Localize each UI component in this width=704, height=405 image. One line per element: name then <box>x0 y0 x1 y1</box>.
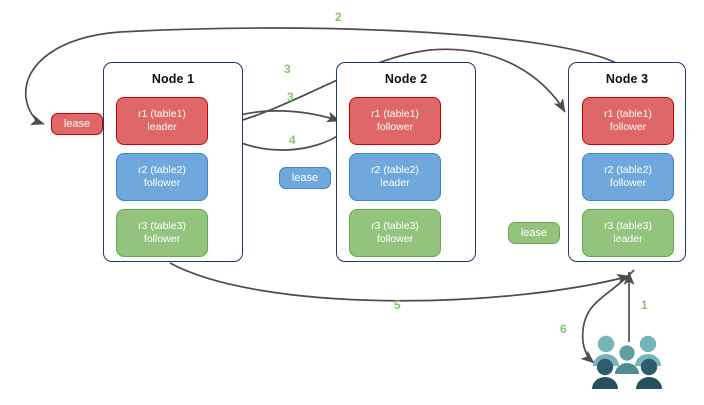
node-3-replica-r3[interactable]: r3 (table3) leader <box>582 209 674 257</box>
arrow-step-4 <box>226 130 346 151</box>
replica-role: follower <box>143 177 181 189</box>
replica-name: r3 (table3) <box>138 220 186 232</box>
replica-role: follower <box>609 177 647 189</box>
replica-name: r3 (table3) <box>604 220 652 232</box>
replica-role: leader <box>380 177 410 189</box>
node-1-container[interactable]: Node 1 r1 (table1) leader r2 (table2) fo… <box>103 62 243 262</box>
lease-label: lease <box>520 227 548 239</box>
replica-name: r1 (table1) <box>604 108 652 120</box>
replica-role: follower <box>143 233 181 245</box>
node-3-replica-r1[interactable]: r1 (table1) follower <box>582 97 674 145</box>
step-label-3a: 3 <box>284 62 291 76</box>
step-label-5: 5 <box>394 298 401 312</box>
people-group-icon <box>592 335 662 389</box>
replica-role: follower <box>376 233 414 245</box>
step-label-2: 2 <box>335 10 342 24</box>
replica-name: r2 (table2) <box>138 164 186 176</box>
node-1-replica-r3[interactable]: r3 (table3) follower <box>116 209 208 257</box>
replica-name: r1 (table1) <box>138 108 186 120</box>
replica-role: follower <box>376 121 414 133</box>
lease-green-chip[interactable]: lease <box>508 222 560 244</box>
replica-role: leader <box>613 233 643 245</box>
lease-red-chip[interactable]: lease <box>51 113 103 135</box>
node-1-replica-r2[interactable]: r2 (table2) follower <box>116 153 208 201</box>
step-label-4: 4 <box>289 133 296 147</box>
node-3-replica-r2[interactable]: r2 (table2) follower <box>582 153 674 201</box>
step-label-6: 6 <box>560 322 567 336</box>
replica-role: follower <box>609 121 647 133</box>
node-2-replica-r3[interactable]: r3 (table3) follower <box>349 209 441 257</box>
lease-label: lease <box>291 172 319 184</box>
node-1-replica-r1[interactable]: r1 (table1) leader <box>116 97 208 145</box>
node-3-title: Node 3 <box>605 72 649 86</box>
lease-blue-chip[interactable]: lease <box>279 167 331 189</box>
arrow-step-5 <box>169 262 631 302</box>
node-2-replica-r2[interactable]: r2 (table2) leader <box>349 153 441 201</box>
replica-name: r1 (table1) <box>371 108 419 120</box>
node-2-container[interactable]: Node 2 r1 (table1) follower r2 (table2) … <box>336 62 476 262</box>
replica-role: leader <box>147 121 177 133</box>
replica-name: r3 (table3) <box>371 220 419 232</box>
replica-name: r2 (table2) <box>371 164 419 176</box>
node-1-title: Node 1 <box>151 72 195 86</box>
replica-name: r2 (table2) <box>604 164 652 176</box>
node-3-container[interactable]: Node 3 r1 (table1) follower r2 (table2) … <box>568 62 686 262</box>
node-2-title: Node 2 <box>384 72 428 86</box>
step-label-1: 1 <box>641 298 648 312</box>
step-label-3b: 3 <box>287 90 294 104</box>
node-2-replica-r1[interactable]: r1 (table1) follower <box>349 97 441 145</box>
lease-label: lease <box>63 118 91 130</box>
